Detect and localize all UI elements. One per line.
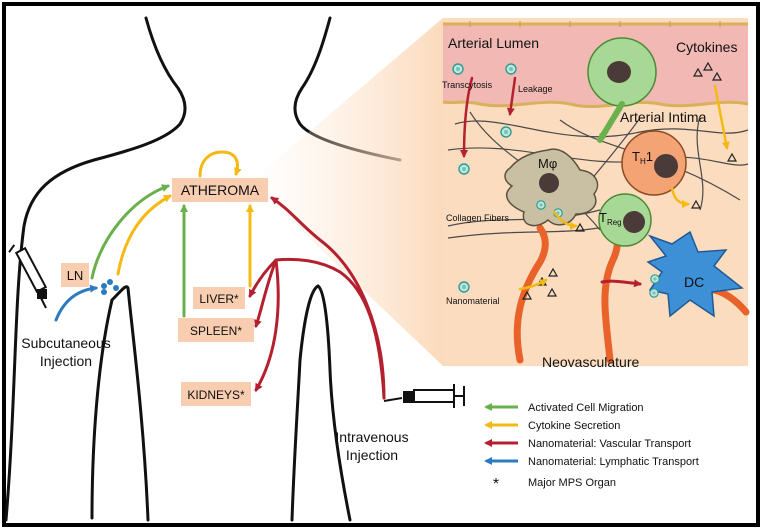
neovasculature-label: Neovasculature bbox=[542, 354, 639, 370]
organ-boxes: ATHEROMA LN LIVER* SPLEEN* KIDNEYS* bbox=[61, 178, 268, 406]
cytokines-label: Cytokines bbox=[676, 39, 737, 55]
kidneys-label: KIDNEYS* bbox=[187, 388, 245, 402]
migrating-green-cell bbox=[587, 37, 657, 107]
ln-box bbox=[61, 263, 89, 287]
ln-particles bbox=[101, 279, 119, 295]
treg-cell bbox=[598, 193, 652, 247]
collagen-fibers-label: Collagen Fibers bbox=[446, 213, 510, 223]
zoom-beam bbox=[250, 18, 443, 366]
inset-arrows bbox=[460, 76, 730, 291]
subcutaneous-label-line2: Injection bbox=[40, 353, 92, 369]
atheroma-box bbox=[172, 178, 268, 202]
dendritic-cell bbox=[646, 230, 744, 318]
legend-star-label: Major MPS Organ bbox=[528, 477, 616, 489]
injection-labels: Subcutaneous Injection Intravenous Injec… bbox=[21, 335, 408, 463]
th1-cell bbox=[621, 130, 687, 196]
spleen-box bbox=[178, 318, 254, 342]
leakage-label: Leakage bbox=[518, 84, 553, 94]
nanomaterial-label: Nanomaterial bbox=[446, 296, 500, 306]
th1-label: TH1 bbox=[632, 149, 653, 166]
atheroma-label: ATHEROMA bbox=[181, 182, 260, 198]
intravenous-label-line1: Intravenous bbox=[335, 429, 408, 445]
legend-star-symbol: * bbox=[493, 476, 499, 493]
liver-box bbox=[193, 287, 245, 309]
kidneys-box bbox=[181, 382, 251, 406]
arterial-intima-label: Arterial Intima bbox=[620, 109, 707, 125]
legend-star-row: * Major MPS Organ bbox=[493, 476, 616, 493]
spleen-label: SPLEEN* bbox=[190, 324, 242, 338]
intravenous-syringe-icon bbox=[383, 384, 465, 408]
legend-label: Nanomaterial: Vascular Transport bbox=[528, 438, 691, 450]
macrophage-label: Mφ bbox=[538, 156, 557, 171]
legend-label: Cytokine Secretion bbox=[528, 420, 620, 432]
subcutaneous-label-line1: Subcutaneous bbox=[21, 335, 111, 351]
subcutaneous-syringe-icon bbox=[8, 244, 48, 309]
treg-label: TReg bbox=[599, 210, 622, 227]
ln-label: LN bbox=[67, 268, 84, 283]
transcytosis-label: Transcytosis bbox=[442, 80, 493, 90]
cytokine-triangles bbox=[521, 61, 738, 300]
macrophage-cell bbox=[504, 148, 599, 227]
dc-label: DC bbox=[684, 274, 704, 290]
body-arrows bbox=[54, 150, 386, 400]
liver-label: LIVER* bbox=[199, 292, 239, 306]
cells bbox=[504, 37, 744, 318]
inset-labels: Arterial Lumen Cytokines Transcytosis Le… bbox=[442, 35, 737, 370]
arterial-lumen-label: Arterial Lumen bbox=[448, 35, 539, 51]
legend-label: Nanomaterial: Lymphatic Transport bbox=[528, 456, 699, 468]
intravenous-label-line2: Injection bbox=[346, 447, 398, 463]
legend-label: Activated Cell Migration bbox=[528, 402, 644, 414]
